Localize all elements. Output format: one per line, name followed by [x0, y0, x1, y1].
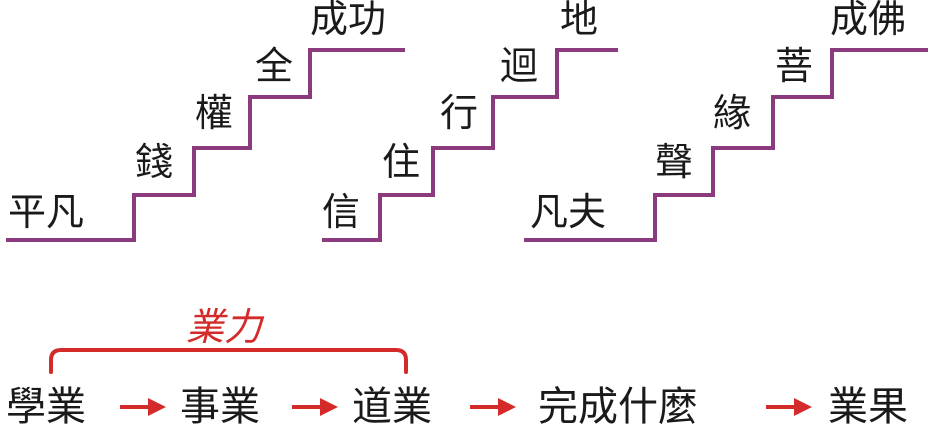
flow-row: 學業 事業 道業 完成什麼 業果 — [6, 384, 908, 427]
step-label-xin: 信 — [322, 190, 360, 234]
stair-line-buddha — [524, 48, 928, 242]
arrow-4 — [766, 398, 812, 416]
karma-brace-group: 業力 — [49, 305, 408, 374]
flow-item-wancheng: 完成什麼 — [538, 384, 698, 427]
step-label-chengfo: 成佛 — [830, 0, 906, 41]
staircase-worldly: 平凡 錢 權 全 成功 — [6, 0, 405, 242]
flow-item-daoye: 道業 — [352, 384, 432, 427]
step-label-sheng: 聲 — [655, 140, 693, 184]
brace-label: 業力 — [186, 305, 265, 349]
step-label-quan: 權 — [195, 91, 233, 135]
staircase-buddha: 凡夫 聲 緣 菩 成佛 — [524, 0, 928, 242]
flow-item-xueye: 學業 — [6, 384, 86, 427]
stair-line-faith — [322, 48, 618, 242]
stair-line-worldly — [6, 48, 405, 242]
step-label-xing: 行 — [440, 91, 478, 135]
step-label-pingfan: 平凡 — [8, 190, 84, 234]
arrow-2 — [292, 398, 338, 416]
step-label-zhu: 住 — [382, 140, 420, 184]
karma-brace — [49, 348, 408, 374]
step-label-yuan: 緣 — [713, 91, 751, 135]
step-label-fanfu: 凡夫 — [530, 190, 606, 234]
step-label-qian: 錢 — [135, 140, 173, 184]
flow-item-yeguo: 業果 — [828, 384, 908, 427]
step-label-pu: 菩 — [775, 44, 813, 88]
flow-item-shiye: 事業 — [180, 384, 260, 427]
step-label-hui: 迴 — [500, 44, 538, 88]
staircase-faith: 信 住 行 迴 地 — [322, 0, 618, 242]
step-label-di: 地 — [560, 0, 598, 41]
step-label-quan-full: 全 — [255, 44, 293, 88]
arrow-1 — [120, 398, 166, 416]
arrow-3 — [470, 398, 516, 416]
step-label-chenggong: 成功 — [310, 0, 386, 41]
